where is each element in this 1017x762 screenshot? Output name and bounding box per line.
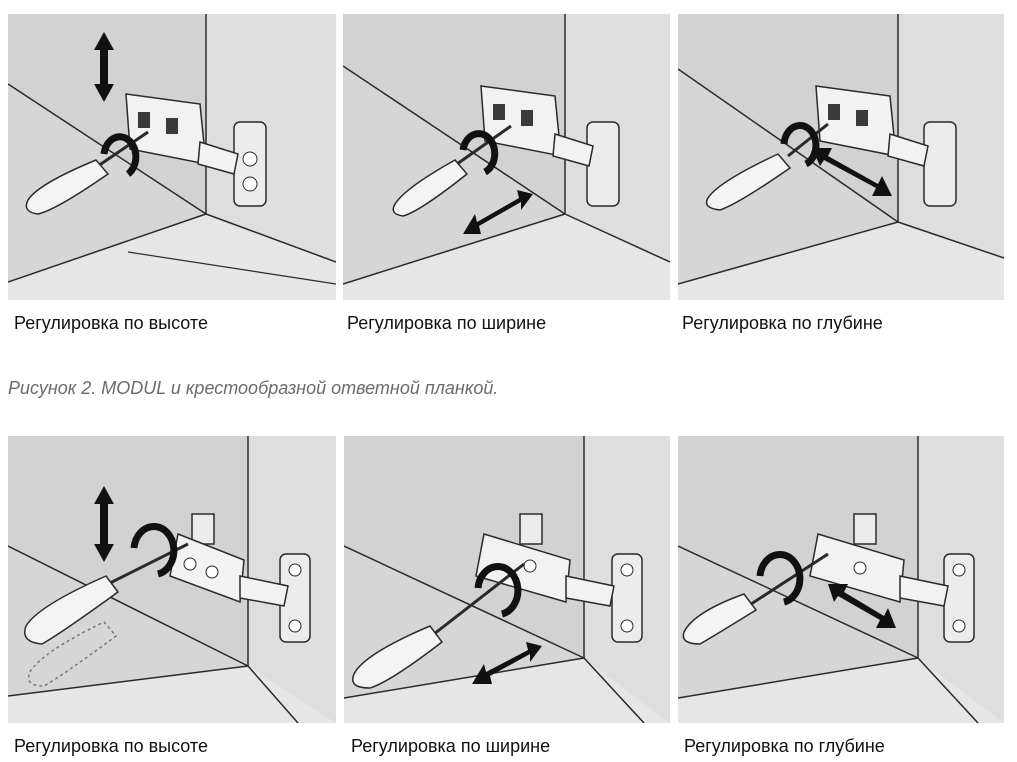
hinge-panel-depth-1 [678, 14, 1004, 300]
caption-depth-2: Регулировка по глубине [684, 736, 885, 756]
caption-depth: Регулировка по глубине [682, 313, 883, 333]
hinge-panel-height-2 [8, 436, 336, 723]
hinge-panel-height-1 [8, 14, 336, 300]
hinge-panel-width-1 [343, 14, 670, 300]
caption-width: Регулировка по ширине [347, 313, 547, 333]
caption-height: Регулировка по высоте [14, 313, 208, 333]
figure-caption: Рисунок 2. MODUL и крестообразной ответн… [8, 378, 499, 398]
hinge-panel-width-2 [344, 436, 670, 723]
hinge-panel-depth-2 [678, 436, 1004, 723]
caption-height-2: Регулировка по высоте [14, 736, 208, 756]
caption-width-2: Регулировка по ширине [351, 736, 551, 756]
